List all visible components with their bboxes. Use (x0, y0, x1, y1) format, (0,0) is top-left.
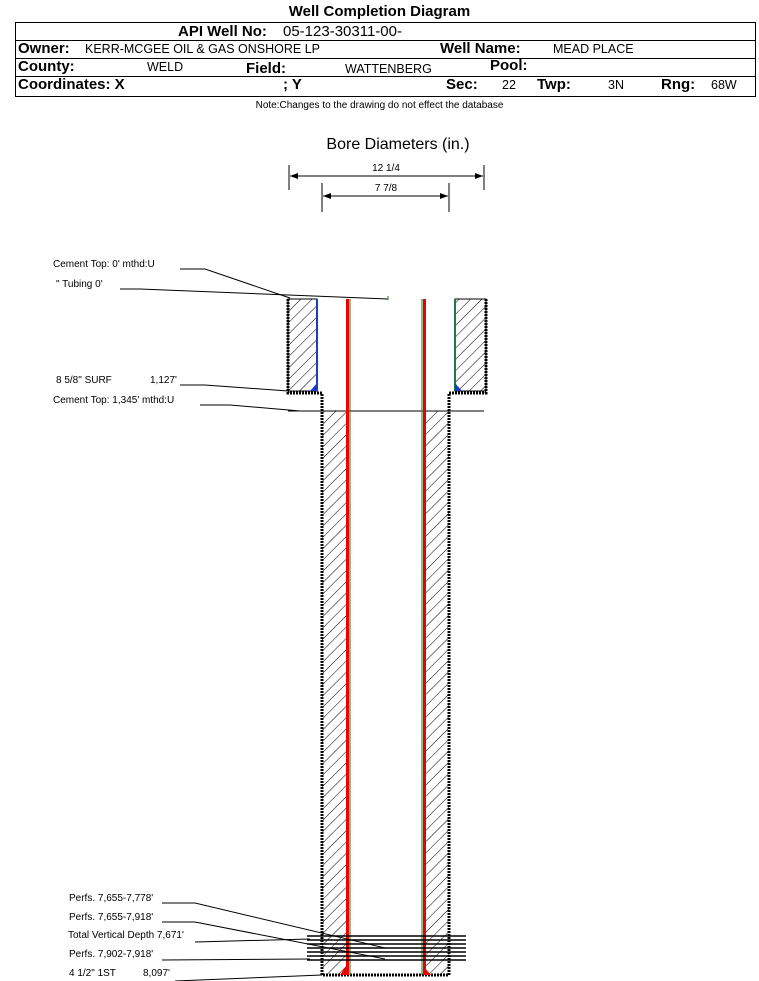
production-shoe-right (423, 966, 431, 975)
note-text: Note:Changes to the drawing do not effec… (255, 100, 504, 111)
api-label: API Well No: (178, 23, 267, 40)
well-info-box (15, 22, 756, 97)
annotations: Cement Top: 0' mthd:U " Tubing 0' 8 5/8"… (53, 259, 184, 979)
production-shoe-left (340, 966, 349, 975)
production-casing-right (423, 299, 426, 975)
county-value: WELD (147, 60, 184, 74)
production-casing-label: 4 1/2" 1ST (69, 968, 116, 979)
bore-dimension-inner: 7 7/8 (321, 183, 450, 212)
production-cement-left (322, 411, 346, 975)
twp-label: Twp: (537, 76, 571, 93)
divider (15, 40, 756, 41)
bore-title: Bore Diameters (in.) (326, 136, 469, 153)
coordinates-y-label: ; Y (283, 76, 302, 93)
page-title: Well Completion Diagram (288, 3, 471, 20)
divider (15, 58, 756, 59)
production-casing-left (346, 299, 349, 975)
borehole-outline (286, 299, 488, 977)
sec-value: 22 (502, 78, 516, 92)
tvd-label: Total Vertical Depth 7,671' (68, 930, 184, 941)
surface-shoe-right (455, 383, 462, 391)
twp-value: 3N (608, 78, 624, 92)
owner-value: KERR-MCGEE OIL & GAS ONSHORE LP (85, 42, 321, 56)
sec-label: Sec: (446, 76, 478, 93)
production-depth-label: 8,097' (143, 968, 170, 979)
field-label: Field: (246, 60, 286, 77)
perforations (307, 935, 466, 961)
tubing-label: " Tubing 0' (56, 279, 103, 290)
bore-inner-label: 7 7/8 (375, 183, 398, 194)
production-cement-right (425, 411, 449, 975)
county-label: County: (18, 58, 75, 75)
surface-depth-label: 1,127' (150, 375, 177, 386)
cement-top-label-1: Cement Top: 0' mthd:U (53, 259, 155, 270)
surface-shoe-left (310, 383, 317, 391)
coordinates-x-label: Coordinates: X (18, 76, 125, 93)
perf-label-3: Perfs. 7,902-7,918' (69, 949, 153, 960)
owner-label: Owner: (18, 40, 70, 57)
rng-value: 68W (711, 78, 737, 92)
cement-top-label-2: Cement Top: 1,345' mthd:U (53, 395, 174, 406)
leader-lines (120, 268, 389, 981)
bore-dimension-outer: 12 1/4 (288, 163, 485, 190)
pool-label: Pool: (490, 57, 528, 74)
surface-cement-left (287, 298, 318, 392)
divider (15, 76, 756, 77)
bore-outer-label: 12 1/4 (372, 163, 400, 174)
well-name-value: MEAD PLACE (553, 42, 634, 56)
perf-label-2: Perfs. 7,655-7,918' (69, 912, 153, 923)
api-value: 05-123-30311-00- (283, 23, 402, 40)
well-name-label: Well Name: (440, 40, 521, 57)
rng-label: Rng: (661, 76, 696, 93)
field-value: WATTENBERG (345, 62, 432, 76)
perf-label-1: Perfs. 7,655-7,778' (69, 893, 153, 904)
surface-casing-label: 8 5/8" SURF (56, 375, 112, 386)
surface-cement-right (454, 298, 487, 392)
